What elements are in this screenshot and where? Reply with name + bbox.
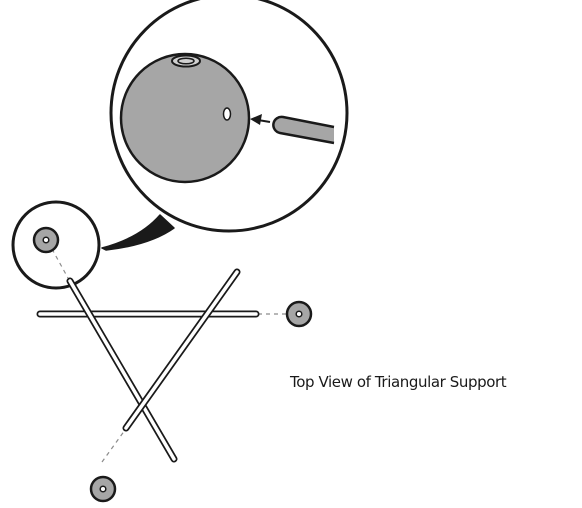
triangle-rods (36, 268, 260, 463)
magnified-callout (101, 0, 349, 251)
rod-right-diagonal (122, 268, 241, 432)
ball (119, 52, 251, 184)
leader-bottom (101, 429, 126, 463)
top-hole-inner (177, 57, 195, 65)
rod-insert (272, 115, 335, 145)
insert-arrow-icon (250, 114, 271, 125)
leader-lines (51, 248, 294, 463)
side-hole (222, 107, 232, 121)
disc-bottom (89, 475, 117, 503)
corner-discs (32, 226, 313, 503)
diagram-caption: Top View of Triangular Support (290, 373, 507, 391)
disc-top-left (32, 226, 60, 254)
callout-tail (101, 214, 175, 251)
rod-left-diagonal (66, 277, 178, 463)
leader-top-left (51, 248, 69, 279)
top-hole (171, 54, 201, 68)
ball-joint (119, 52, 251, 184)
rod (272, 115, 335, 145)
disc-right (285, 300, 313, 328)
